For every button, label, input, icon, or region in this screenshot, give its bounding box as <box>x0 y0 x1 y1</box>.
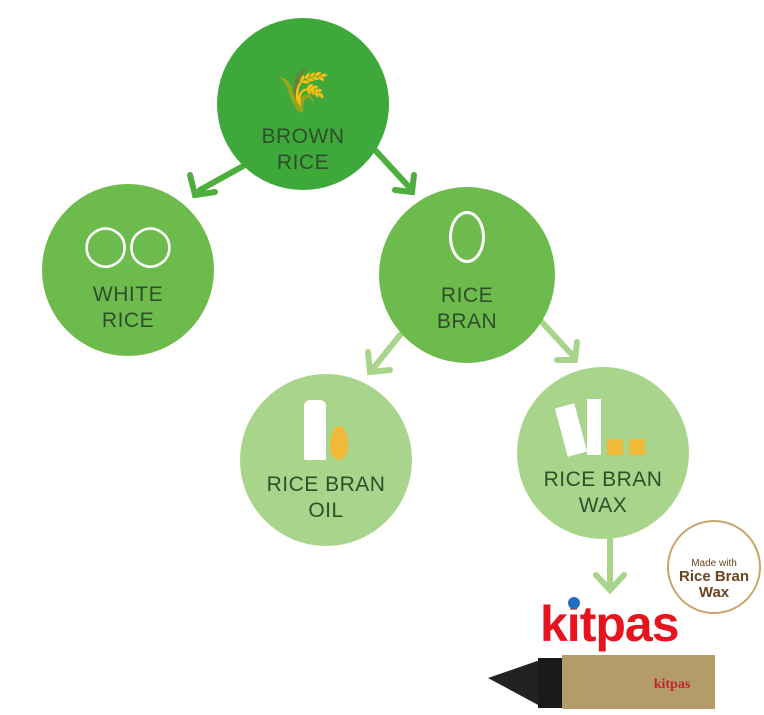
node-rice-bran-wax: RICE BRAN WAX <box>517 367 689 539</box>
badge-small-text: Made with <box>691 558 737 569</box>
label-line1: RICE <box>440 284 494 307</box>
label-line1: WHITE <box>92 283 164 306</box>
node-rice-bran: RICE BRAN <box>379 187 555 363</box>
label-line2: WAX <box>578 494 628 517</box>
kitpas-logo: kitpas <box>540 595 680 653</box>
oil-bottle-icon <box>304 400 348 460</box>
node-white-rice: ◯◯ WHITE RICE <box>42 184 214 356</box>
badge-line1: Rice Bran <box>678 568 750 585</box>
label-line2: OIL <box>308 499 344 522</box>
badge-line2: Wax <box>698 584 730 601</box>
arrow-bran-to-wax <box>537 317 578 361</box>
label-line2: RICE <box>276 151 330 174</box>
crayon-image: kitpas <box>488 655 715 709</box>
rice-plant-icon: 🌾 <box>275 66 331 115</box>
arrow-brown-to-white <box>197 162 248 193</box>
node-brown-rice: 🌾 BROWN RICE <box>217 18 389 190</box>
arrow-brown-to-bran <box>372 147 413 191</box>
node-rice-bran-oil: RICE BRAN OIL <box>240 374 412 546</box>
kitpas-logo-text: kitpas <box>540 596 680 652</box>
label-line1: BROWN <box>261 125 345 148</box>
label-line2: BRAN <box>436 310 498 333</box>
arrow-bran-to-oil <box>369 332 403 373</box>
crayon-label: kitpas <box>654 677 691 692</box>
made-with-rice-bran-wax-badge: Made with Rice Bran Wax <box>667 520 761 614</box>
label-line1: RICE BRAN <box>543 468 663 491</box>
rice-grain-icon <box>449 211 485 263</box>
cosmetics-icon <box>554 399 645 457</box>
label-line1: RICE BRAN <box>266 473 386 496</box>
rice-bowl-icon: ◯◯ <box>83 223 173 267</box>
label-line2: RICE <box>101 309 155 332</box>
